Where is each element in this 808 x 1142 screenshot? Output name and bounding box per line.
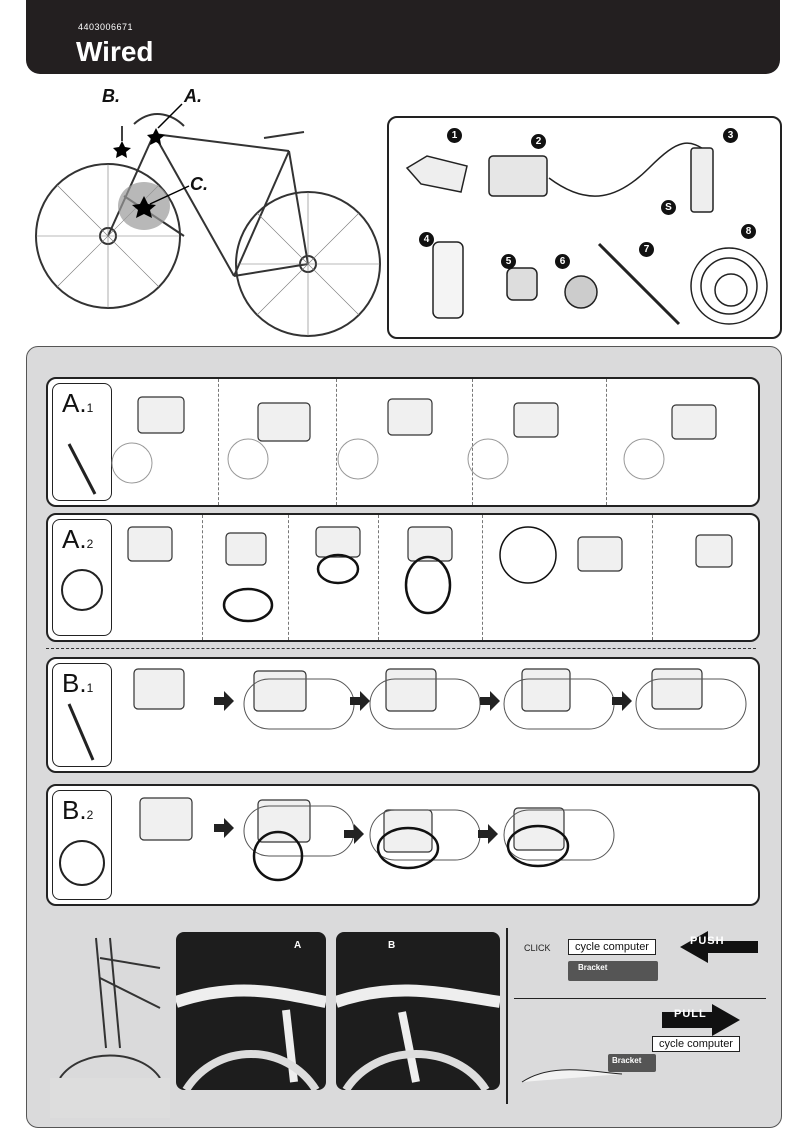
fork-illustration (40, 928, 170, 1118)
bike-label-c: C. (190, 174, 208, 194)
vertical-divider (506, 928, 508, 1104)
part-1-badge: 1 (447, 128, 462, 143)
part-5-badge: 5 (501, 254, 516, 269)
step-row-a1: A.1 (46, 377, 760, 507)
page-title: Wired (76, 36, 154, 67)
step-label-b1: B.1 (52, 663, 112, 767)
pull-arrow-icon (521, 1004, 740, 1083)
bracket-label-push: Bracket (578, 963, 608, 972)
part-s-badge: S (661, 200, 676, 215)
part-4-badge: 4 (419, 232, 434, 247)
photo-option-b: B (336, 932, 500, 1090)
section-divider (46, 648, 756, 649)
bracket-push (568, 961, 658, 981)
step-row-b1: B.1 (46, 657, 760, 773)
pull-instruction: PULL cycle computer Bracket (512, 1002, 772, 1112)
push-instruction: CLICK cycle computer Bracket PUSH (512, 925, 772, 995)
step-a2-drawing (127, 526, 733, 623)
cycle-computer-label-push: cycle computer (568, 939, 656, 955)
photo-a-label: A (294, 940, 302, 951)
step-label-a2: A.2 (52, 519, 112, 636)
step-label-b2: B.2 (52, 790, 112, 900)
bike-illustration: B. A. C. (34, 86, 384, 340)
step-row-b2: B.2 (46, 784, 760, 906)
click-label: CLICK (524, 943, 551, 953)
step-b1-drawing (133, 668, 747, 730)
horizontal-divider (514, 998, 766, 999)
photo-b-label: B (388, 940, 396, 951)
pull-label: PULL (674, 1008, 707, 1020)
parts-list-box: 1 2 3 S 4 5 6 7 8 (387, 116, 782, 339)
part-6-badge: 6 (555, 254, 570, 269)
cycle-computer-label-pull: cycle computer (652, 1036, 740, 1052)
bracket-label-pull: Bracket (612, 1056, 642, 1065)
product-code: 4403006671 (78, 22, 134, 32)
step-a1-drawing (111, 396, 717, 484)
part-8-badge: 8 (741, 224, 756, 239)
bike-drawing (35, 103, 381, 337)
step-b2-drawing (139, 797, 615, 882)
part-7-badge: 7 (639, 242, 654, 257)
bike-label-a: A. (184, 86, 202, 106)
parts-drawing (405, 142, 768, 326)
header-bar: 4403006671 Wired (26, 0, 780, 74)
push-label: PUSH (690, 935, 725, 947)
step-row-a2: A.2 (46, 513, 760, 642)
push-arrow-icon (680, 931, 758, 963)
step-label-a1: A.1 (52, 383, 112, 501)
part-3-badge: 3 (723, 128, 738, 143)
photo-option-a: A (176, 932, 326, 1090)
bike-label-b: B. (102, 86, 120, 106)
bracket-pull (608, 1054, 656, 1072)
part-2-badge: 2 (531, 134, 546, 149)
